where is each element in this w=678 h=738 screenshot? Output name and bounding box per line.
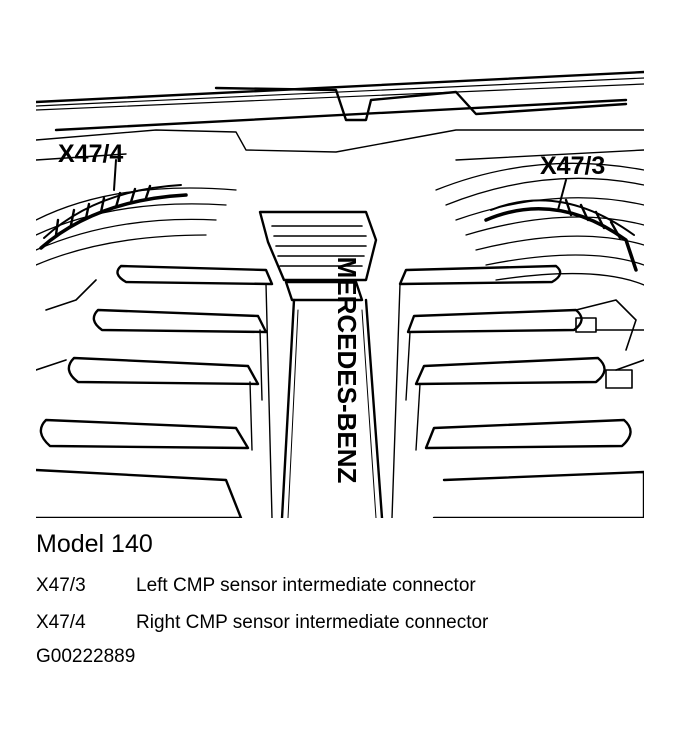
legend-description: Left CMP sensor intermediate connector	[136, 575, 476, 596]
engine-diagram: X47/4 X47/3 MERCEDES-BENZ	[36, 70, 644, 518]
legend-description: Right CMP sensor intermediate connector	[136, 612, 489, 633]
legend-code: X47/3	[36, 575, 86, 596]
intake-lettering: MERCEDES-BENZ	[332, 257, 362, 484]
model-title: Model 140	[36, 530, 153, 558]
legend-row: X47/4 Right CMP sensor intermediate conne…	[36, 612, 488, 634]
callout-label-right: X47/3	[540, 152, 605, 180]
legend-row: X47/3 Left CMP sensor intermediate connec…	[36, 575, 476, 597]
legend-code: X47/4	[36, 612, 86, 633]
figure-id: G00222889	[36, 646, 136, 667]
callout-label-left: X47/4	[58, 140, 123, 168]
